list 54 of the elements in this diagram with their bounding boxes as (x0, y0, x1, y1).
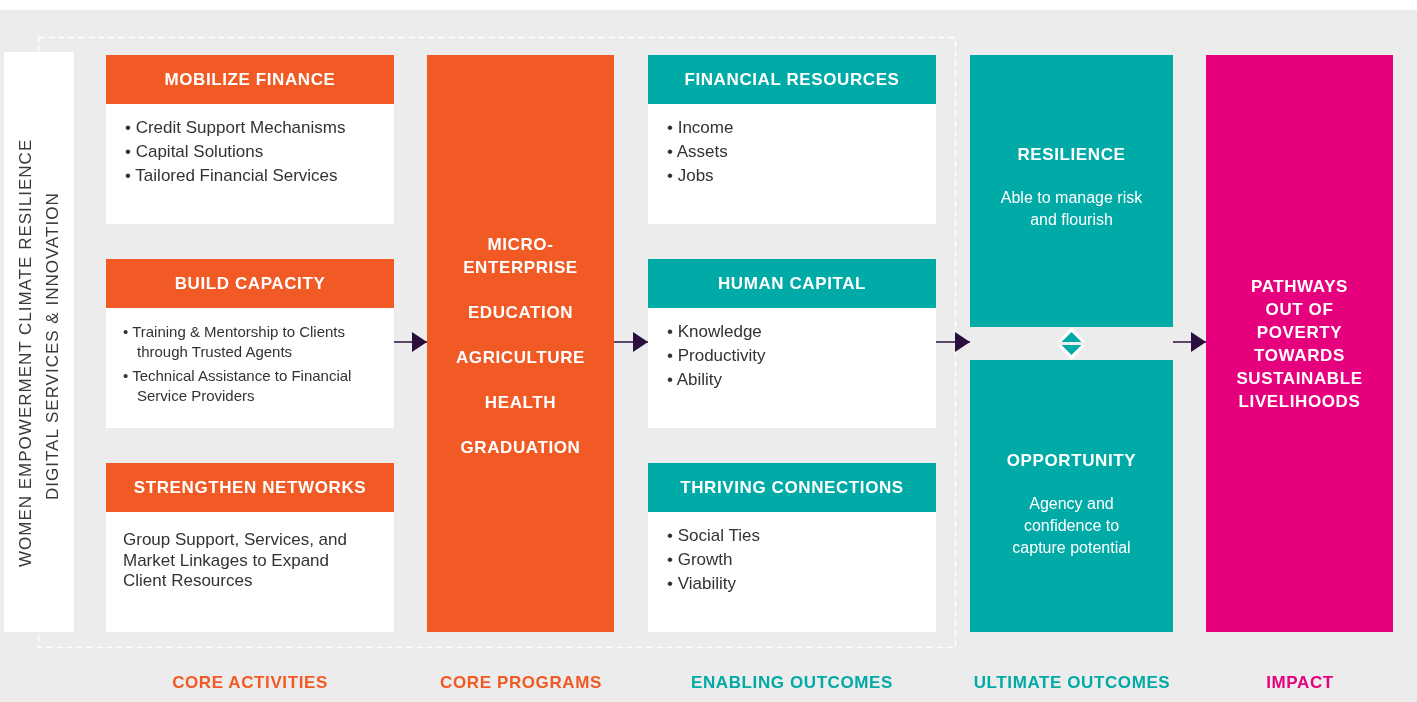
arrow (393, 332, 428, 352)
programs-panel (427, 55, 614, 632)
arrow (613, 332, 649, 352)
bullet-item: • Tailored Financial Services (125, 165, 339, 187)
card (106, 463, 394, 632)
card-heading: MOBILIZE FINANCE (106, 55, 394, 104)
theme-label: CLIMATE RESILIENCE (16, 138, 36, 335)
card (648, 259, 936, 428)
bullet-item: • Income (667, 117, 735, 139)
card (106, 259, 394, 428)
bullet-item: • Growth (667, 549, 734, 571)
card-heading: HUMAN CAPITAL (648, 259, 936, 308)
bullet-item: • Training & Mentorship to Clients through Trusted Agents (123, 322, 347, 362)
column-label: IMPACT (1266, 673, 1334, 693)
program-label: GRADUATION (460, 437, 581, 459)
card (648, 463, 936, 632)
card-text: Group Support, Services, and Market Linkages to Expand Client Resources (123, 530, 348, 592)
bullet-item: • Capital Solutions (125, 141, 265, 163)
card (648, 55, 936, 224)
card (106, 55, 394, 224)
program-label: EDUCATION (467, 302, 574, 324)
outcome-panel (970, 55, 1173, 327)
outcome-text: Able to manage risk and flourish (999, 188, 1144, 230)
bullet-item: • Viability (667, 573, 737, 595)
column-label: ENABLING OUTCOMES (691, 673, 893, 693)
card-heading: THRIVING CONNECTIONS (648, 463, 936, 512)
arrow (1172, 332, 1207, 352)
program-label: AGRICULTURE (455, 347, 586, 369)
bullet-item: • Technical Assistance to Financial Service Providers (123, 366, 353, 406)
bullet-item: • Ability (667, 369, 724, 391)
column-label: CORE PROGRAMS (440, 673, 602, 693)
arrow (935, 332, 971, 352)
card-heading: BUILD CAPACITY (106, 259, 394, 308)
impact-text: PATHWAYS OUT OF POVERTY TOWARDS SUSTAINABLE LIVELIHOODS (1235, 275, 1364, 413)
theme-label: DIGITAL SERVICES & INNOVATION (43, 192, 63, 500)
program-label: MICRO-ENTERPRISE (462, 234, 579, 279)
bullet-item: • Jobs (667, 165, 715, 187)
outcome-heading: RESILIENCE (1017, 144, 1126, 166)
bullet-item: • Social Ties (667, 525, 761, 547)
column-label: CORE ACTIVITIES (172, 673, 328, 693)
column-label: ULTIMATE OUTCOMES (973, 673, 1171, 693)
double-chevron (1057, 326, 1086, 361)
impact-panel (1206, 55, 1393, 632)
outcome-heading: OPPORTUNITY (1006, 450, 1137, 472)
outcome-panel (970, 360, 1173, 632)
bullet-item: • Credit Support Mechanisms (125, 117, 347, 139)
bullet-item: • Productivity (667, 345, 767, 367)
theme-label: WOMEN EMPOWERMENT (16, 340, 36, 567)
bullet-item: • Knowledge (667, 321, 763, 343)
card-heading: FINANCIAL RESOURCES (648, 55, 936, 104)
outcome-text: Agency and confidence to capture potential (1011, 494, 1132, 558)
card-heading: STRENGTHEN NETWORKS (106, 463, 394, 512)
program-label: HEALTH (484, 392, 557, 414)
bullet-item: • Assets (667, 141, 729, 163)
